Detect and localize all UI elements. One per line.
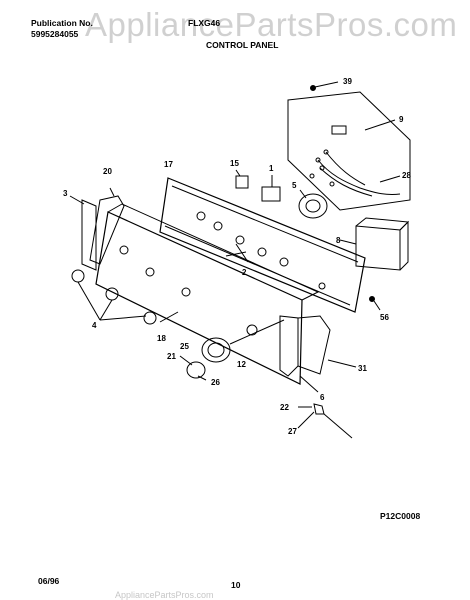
- part-knob-4a: [71, 269, 85, 283]
- callout-31: 31: [358, 364, 367, 373]
- part-timer-8: [355, 225, 401, 271]
- callout-15: 15: [230, 159, 239, 168]
- part-screw-39: [310, 85, 316, 91]
- part-screw-56: [369, 296, 375, 302]
- footer-date: 06/96: [38, 576, 60, 586]
- callout-4: 4: [92, 321, 97, 330]
- section-title: CONTROL PANEL: [206, 40, 279, 50]
- part-end-cap-left: [89, 195, 125, 265]
- callout-6: 6: [320, 393, 325, 402]
- watermark-text: AppliancePartsPros.com: [85, 6, 458, 43]
- part-switch-15: [235, 175, 249, 189]
- callout-12: 12: [237, 360, 246, 369]
- part-knob-26: [186, 361, 206, 379]
- callout-56: 56: [380, 313, 389, 322]
- callout-22: 22: [280, 403, 289, 412]
- callout-3: 3: [63, 189, 68, 198]
- part-rear-cover-slot: [331, 125, 347, 135]
- part-rear-cover: [287, 91, 411, 211]
- part-trim-3: [81, 199, 97, 271]
- callout-25: 25: [180, 342, 189, 351]
- callout-17: 17: [164, 160, 173, 169]
- part-timer-5: [298, 193, 328, 219]
- callout-21: 21: [167, 352, 176, 361]
- callout-5: 5: [292, 181, 297, 190]
- callout-28: 28: [402, 171, 411, 180]
- model-number: FLXG46: [188, 18, 221, 28]
- publication-number: 5995284055: [31, 29, 79, 39]
- callout-26: 26: [211, 378, 220, 387]
- part-switch-1: [261, 186, 281, 202]
- callout-18: 18: [157, 334, 166, 343]
- callout-39: 39: [343, 77, 352, 86]
- part-control-panel: [159, 177, 366, 313]
- callout-8: 8: [336, 236, 341, 245]
- diagram-code: P12C0008: [380, 511, 421, 521]
- part-knob-4c: [143, 311, 157, 325]
- footer-watermark: AppliancePartsPros.com: [115, 590, 214, 600]
- part-clip-27: [313, 403, 325, 415]
- callout-27: 27: [288, 427, 297, 436]
- part-wiring-harness: [317, 159, 401, 195]
- callout-1: 1: [269, 164, 274, 173]
- part-console-front: [95, 211, 303, 385]
- publication-label: Publication No.: [31, 18, 93, 28]
- callout-2: 2: [242, 268, 247, 277]
- callout-9: 9: [399, 115, 404, 124]
- part-end-cap-right: [297, 315, 331, 375]
- part-knob-dial-25: [201, 337, 231, 363]
- callout-20: 20: [103, 167, 112, 176]
- footer-page-number: 10: [231, 580, 241, 590]
